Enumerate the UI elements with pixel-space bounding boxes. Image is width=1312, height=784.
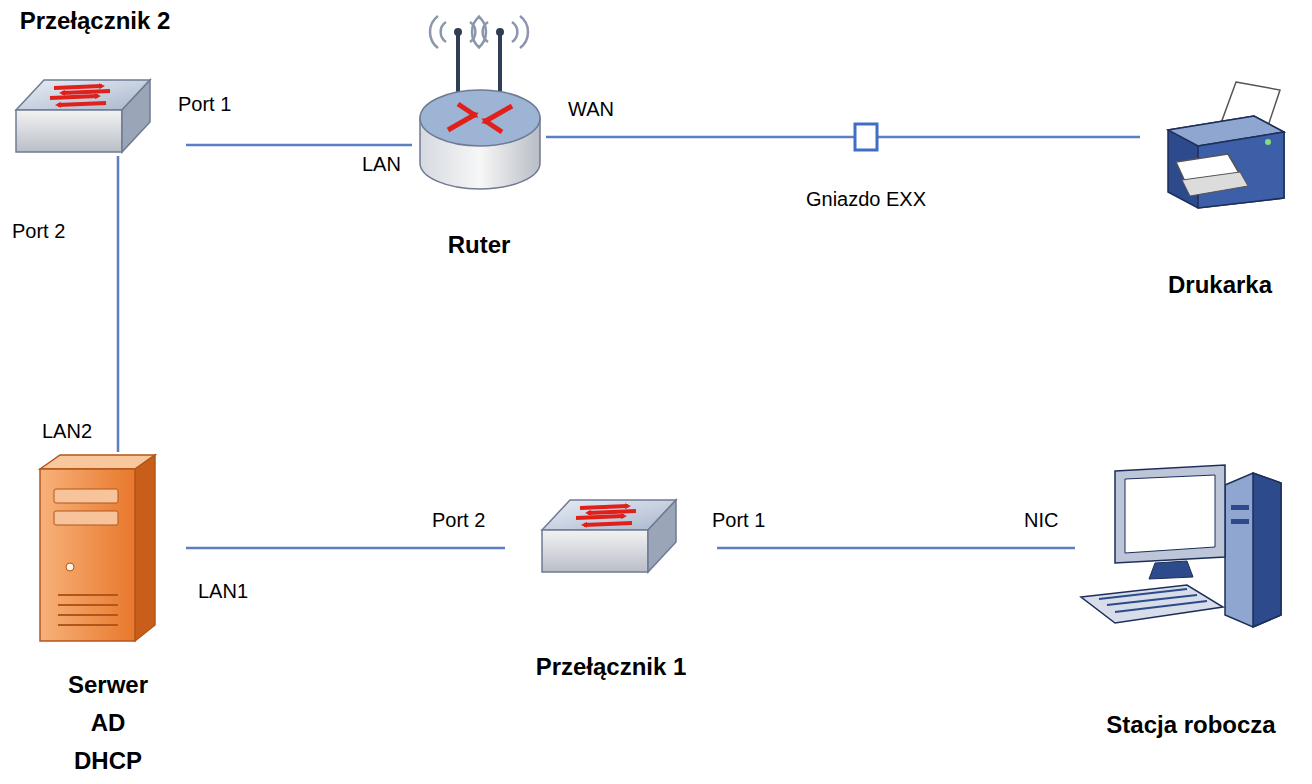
port-label: LAN1 — [196, 579, 250, 603]
network-cable — [186, 144, 412, 147]
device-label: Drukarka — [1168, 270, 1272, 300]
device-label: Przełącznik 1 — [536, 652, 687, 682]
switch-node: Przełącznik 1 — [505, 486, 717, 682]
switch-icon — [542, 500, 676, 572]
switch-node: Przełącznik 2 — [4, 6, 186, 156]
device-label: Serwer AD DHCP — [58, 666, 158, 780]
server-node: Serwer AD DHCP — [30, 452, 186, 780]
port-label: Port 1 — [710, 508, 767, 532]
port-label: NIC — [1022, 508, 1060, 532]
network-cable — [717, 547, 1075, 550]
workstation-node: Stacja robocza — [1075, 460, 1307, 740]
port-label: Port 2 — [10, 219, 67, 243]
socket-symbol — [790, 120, 942, 160]
network-cable — [942, 136, 1140, 139]
router-node: Ruter — [412, 14, 546, 260]
server-icon — [40, 455, 155, 641]
device-label: Stacja robocza — [1106, 710, 1275, 740]
socket-node: Gniazdo EXX — [790, 120, 942, 212]
printer-icon — [1168, 82, 1284, 208]
printer-node: Drukarka — [1140, 76, 1300, 300]
switch-icon — [16, 80, 150, 152]
port-label: Port 1 — [176, 92, 233, 116]
port-label: WAN — [566, 97, 616, 121]
port-label: Port 2 — [430, 508, 487, 532]
device-label: Przełącznik 2 — [20, 6, 171, 36]
router-icon — [420, 16, 540, 189]
port-label: LAN2 — [40, 419, 94, 443]
port-label: LAN — [360, 152, 403, 176]
device-label: Ruter — [448, 230, 511, 260]
network-cable — [186, 547, 505, 550]
device-label: Gniazdo EXX — [806, 187, 926, 212]
network-cable — [117, 156, 120, 452]
workstation-icon — [1081, 465, 1281, 627]
network-cable — [546, 136, 790, 139]
